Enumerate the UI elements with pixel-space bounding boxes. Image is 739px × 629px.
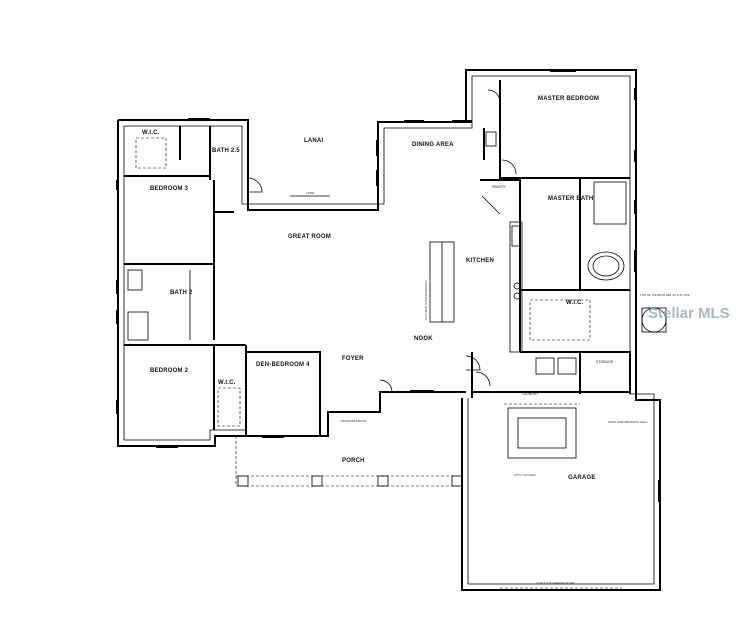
interior-walls [124,80,631,459]
label-porch: PORCH [342,458,365,464]
label-nook: NOOK [414,336,433,342]
note-insulated-wall: INSULATED BEARING WALL [608,420,648,424]
label-wic-bed2: W.I.C. [218,380,236,386]
note-transom: TRANSOM ABOVE [340,419,366,423]
note-garage-door: 16'W X 8'H GARAGE DOOR [536,581,575,585]
label-garage: GARAGE [568,475,596,481]
label-kitchen: KITCHEN [466,258,494,264]
label-storage: STORAGE [596,360,614,364]
label-bedroom-2: BEDROOM 2 [150,368,189,374]
label-pantry: PANTRY [492,185,507,189]
room-labels: W.I.C. BATH 2.5 LANAI DINING AREA MASTER… [142,96,614,481]
label-master-bedroom: MASTER BEDROOM [538,96,599,102]
porch [235,398,463,487]
plan-notes: 12050 16'W X 8'H GARAGE DOOR ATTIC ACCES… [306,191,690,585]
note-lanai-dimension: 12050 [306,191,315,195]
label-den: DEN-BEDROOM 4 [256,362,310,368]
label-bedroom-3: BEDROOM 3 [150,186,189,192]
label-dining: DINING AREA [412,142,454,148]
label-wic-top: W.I.C. [142,130,160,136]
label-laundry: LAUNDRY [522,392,539,396]
note-window: TOP OF WINDOW SET AT 6'-8" OFF [640,293,690,297]
label-foyer: FOYER [342,356,364,362]
label-master-bath: MASTER BATH [548,196,593,202]
exterior-walls [117,69,661,591]
watermark: Stellar MLS [648,305,730,322]
note-bar: FLAT BAR OVER BASEWALL [424,279,428,320]
door-swings [247,89,517,393]
label-lanai: LANAI [304,138,323,144]
label-great-room: GREAT ROOM [288,234,331,240]
windows [116,69,661,502]
label-bath-25: BATH 2.5 [212,148,240,154]
label-bath-2: BATH 2 [170,290,193,296]
note-attic-access: ATTIC ACCESS [514,473,535,477]
label-wic-master: W.I.C. [566,300,584,306]
